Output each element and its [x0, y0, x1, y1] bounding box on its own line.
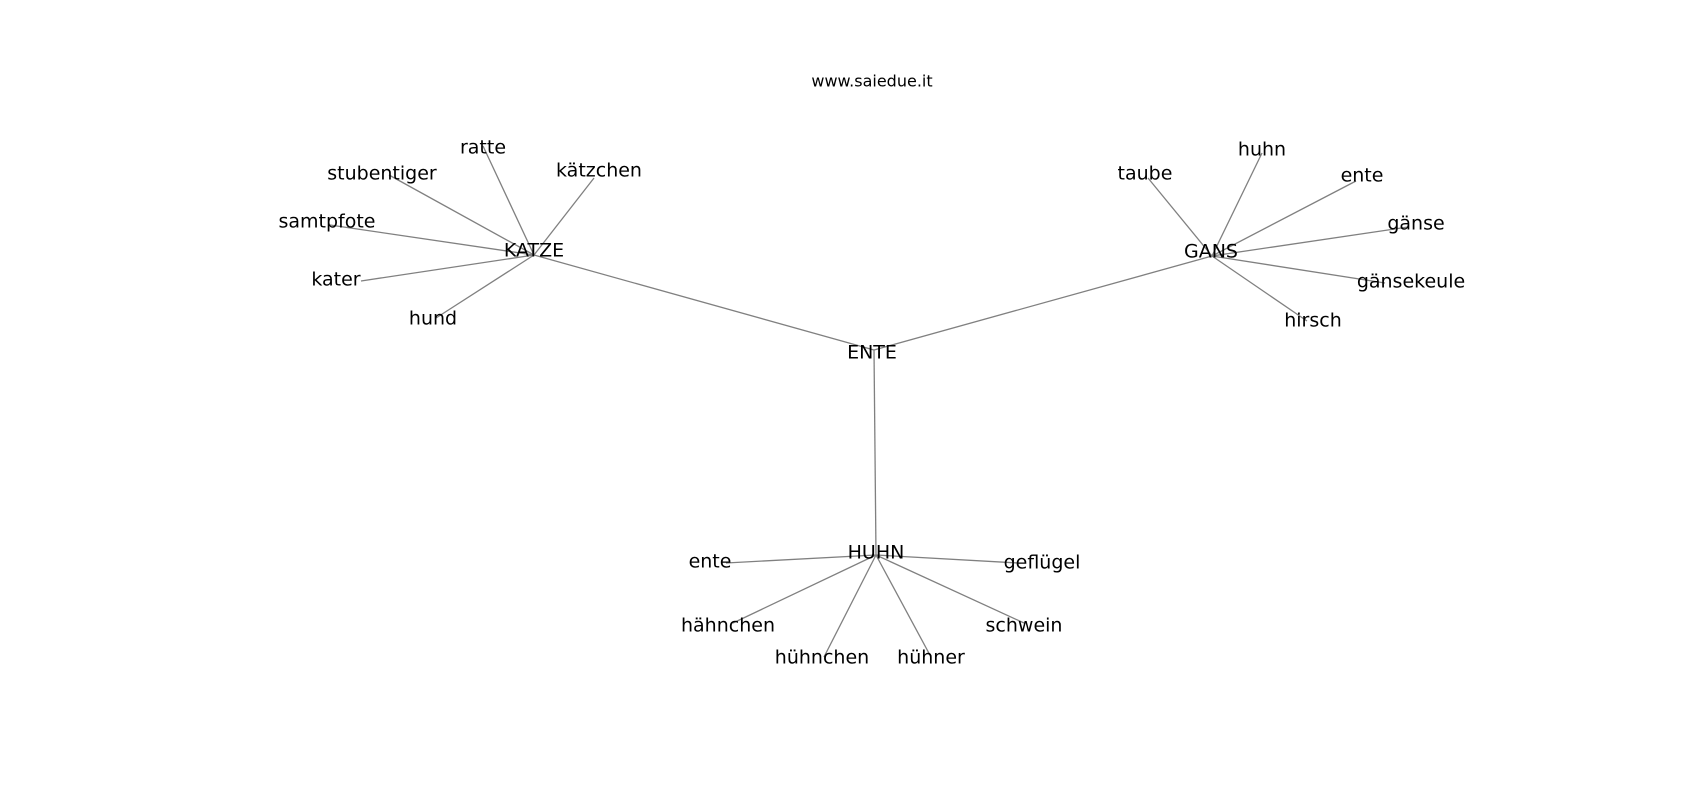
- edge-gans-leaf-3: [1211, 226, 1409, 257]
- leaf-node-gaense: gänse: [1387, 213, 1444, 235]
- labels-layer: www.saiedue.it ENTE KATZE ratte kätzchen…: [278, 72, 1465, 669]
- edge-ente-katze: [533, 254, 875, 351]
- leaf-node-huehnchen: hühnchen: [775, 647, 869, 669]
- leaf-node-stubentiger: stubentiger: [327, 163, 437, 185]
- root-node-ente: ENTE: [847, 342, 897, 364]
- edge-huhn-leaf-4: [823, 554, 877, 658]
- edge-gans-leaf-0: [1147, 177, 1213, 257]
- leaf-node-ente-huhn: ente: [689, 551, 732, 573]
- edge-huhn-leaf-5: [875, 554, 932, 658]
- edge-huhn-leaf-1: [875, 554, 1019, 564]
- edge-gans-leaf-2: [1211, 180, 1357, 257]
- leaf-node-schwein: schwein: [986, 615, 1063, 637]
- edge-gans-leaf-1: [1211, 152, 1263, 257]
- leaf-node-haehnchen: hähnchen: [681, 615, 775, 637]
- leaf-node-hund: hund: [409, 308, 457, 330]
- edge-huhn-leaf-3: [875, 554, 1025, 624]
- edges-layer: [329, 145, 1409, 658]
- edge-gans-leaf-5: [1211, 255, 1308, 322]
- leaf-node-gaensekeule: gänsekeule: [1357, 271, 1465, 293]
- leaf-node-hirsch: hirsch: [1284, 310, 1342, 332]
- leaf-node-kater: kater: [311, 269, 360, 291]
- edge-ente-huhn: [873, 349, 877, 556]
- hub-node-gans: GANS: [1184, 241, 1238, 263]
- watermark-text: www.saiedue.it: [811, 72, 932, 91]
- hub-node-huhn: HUHN: [848, 542, 905, 564]
- leaf-node-samtpfote: samtpfote: [278, 211, 375, 233]
- leaf-node-ente-gans: ente: [1341, 165, 1384, 187]
- edge-gans-leaf-4: [1211, 255, 1386, 284]
- edge-katze-leaf-4: [360, 254, 535, 282]
- leaf-node-kaetzchen: kätzchen: [556, 160, 642, 182]
- edge-ente-gans: [873, 255, 1213, 351]
- leaf-node-ratte: ratte: [460, 137, 506, 159]
- leaf-node-gefluegel: geflügel: [1004, 552, 1081, 574]
- leaf-node-huehner: hühner: [897, 647, 965, 669]
- edge-katze-leaf-3: [329, 224, 535, 256]
- edge-katze-leaf-2: [388, 174, 535, 256]
- edge-katze-leaf-5: [435, 254, 535, 319]
- leaf-node-huhn: huhn: [1238, 139, 1286, 161]
- leaf-node-taube: taube: [1118, 163, 1173, 185]
- edge-katze-leaf-0: [482, 145, 535, 256]
- edge-katze-leaf-1: [533, 177, 595, 256]
- hub-node-katze: KATZE: [504, 240, 564, 262]
- edge-huhn-leaf-2: [732, 554, 877, 624]
- edge-huhn-leaf-0: [725, 554, 877, 564]
